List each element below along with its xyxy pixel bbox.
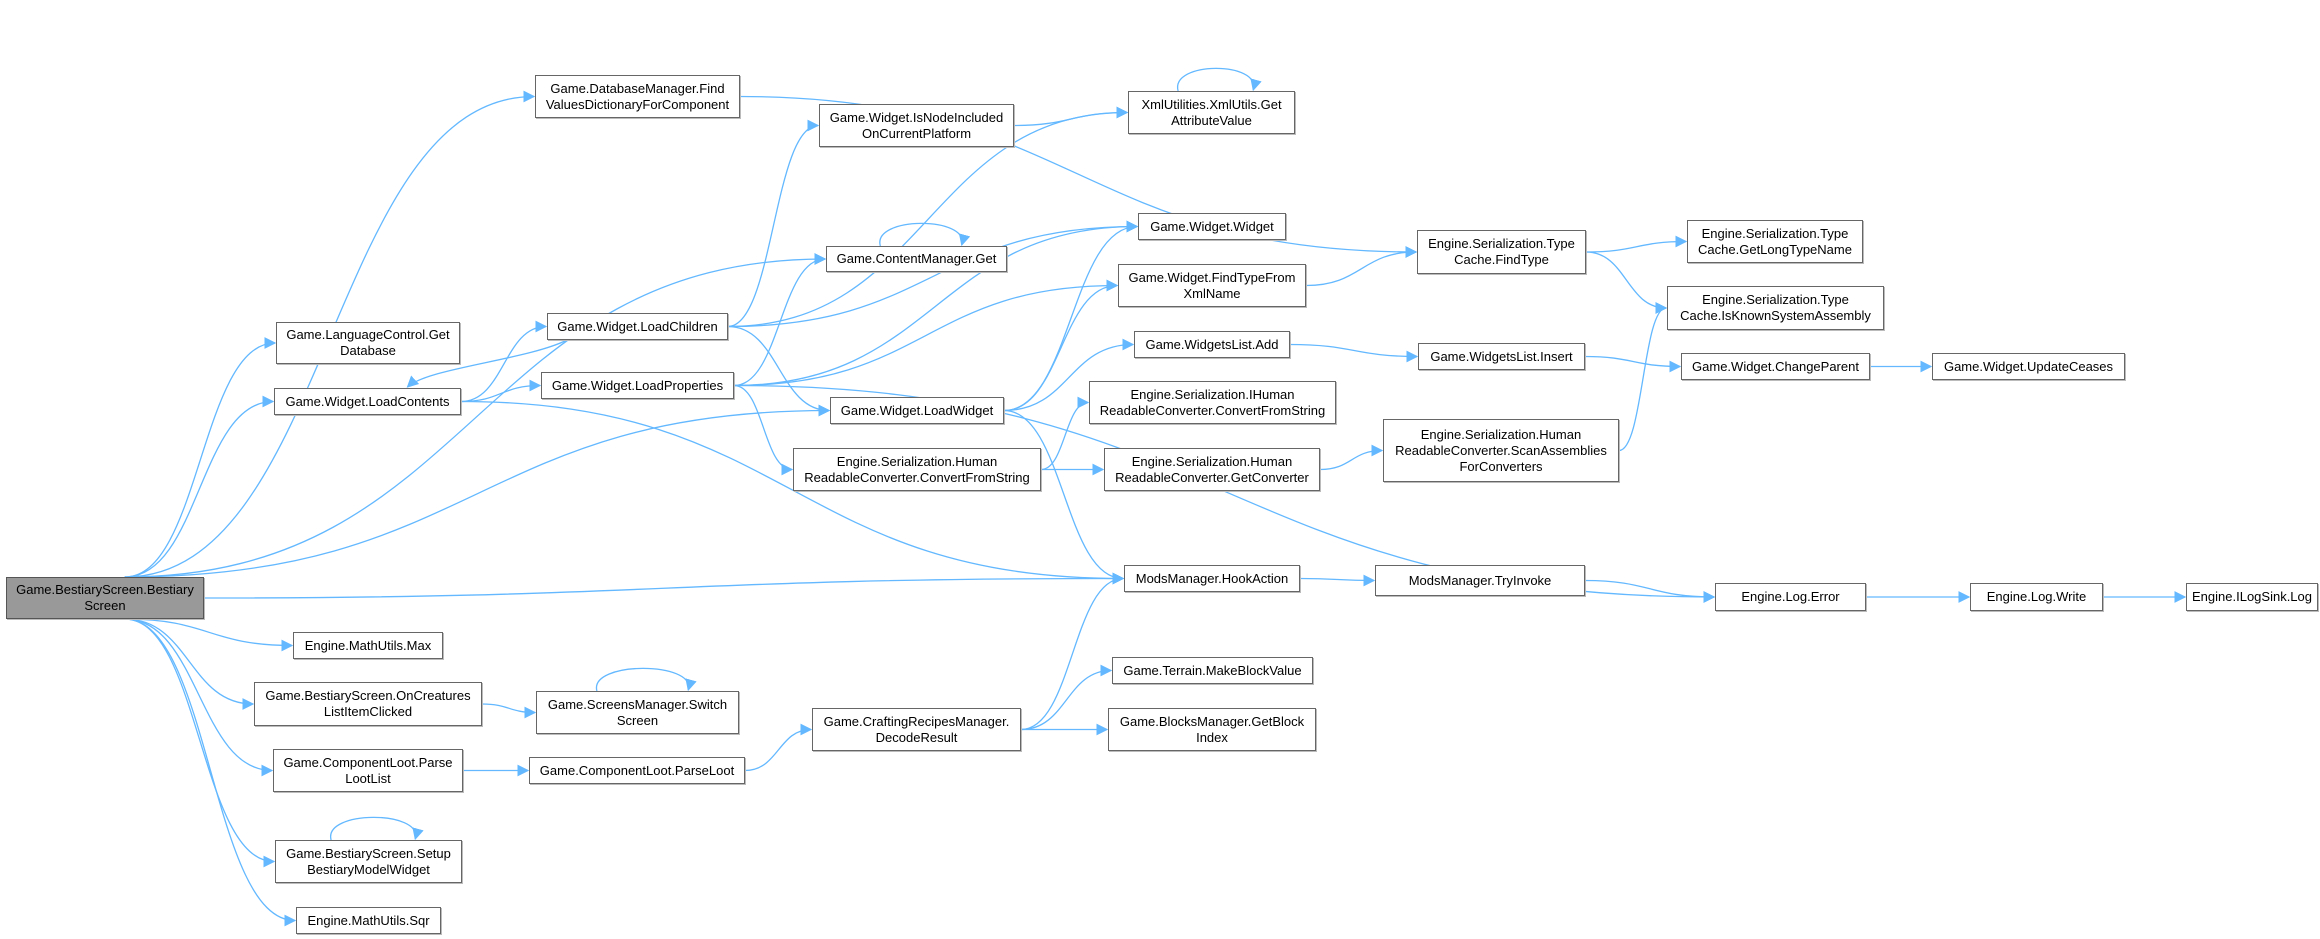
graph-node-switchscreen[interactable]: Game.ScreensManager.Switch Screen — [536, 691, 739, 734]
edge-root-to-max — [124, 618, 294, 652]
edge-root-to-parselootlist — [124, 618, 274, 777]
edge-root-to-setup — [124, 618, 276, 868]
graph-node-setup[interactable]: Game.BestiaryScreen.Setup BestiaryModelW… — [275, 840, 462, 883]
edge-root-to-cmget — [124, 253, 827, 578]
graph-node-findtypexml[interactable]: Game.Widget.FindTypeFrom XmlName — [1118, 264, 1306, 307]
edge-scan-to-isknown — [1618, 302, 1668, 452]
graph-node-tryinvoke[interactable]: ModsManager.TryInvoke — [1375, 565, 1585, 596]
edge-loadprops-to-widget — [733, 220, 1139, 387]
edge-wlinsert-to-changeparent — [1584, 355, 1682, 373]
edge-loadcontents-to-loadchildren — [460, 320, 548, 403]
edge-parseloot-to-decode — [744, 723, 813, 772]
graph-node-root[interactable]: Game.BestiaryScreen.Bestiary Screen — [6, 577, 204, 619]
edge-hookaction-to-tryinvoke — [1299, 574, 1376, 587]
graph-node-sqr[interactable]: Engine.MathUtils.Sqr — [296, 907, 441, 934]
graph-node-max[interactable]: Engine.MathUtils.Max — [293, 632, 443, 659]
edge-cmget-to-cmget — [879, 222, 971, 247]
graph-node-logwrite[interactable]: Engine.Log.Write — [1970, 583, 2103, 611]
edge-xmlutils-to-xmlutils — [1177, 67, 1262, 92]
graph-node-wladd[interactable]: Game.WidgetsList.Add — [1134, 331, 1290, 358]
edge-loadchildren-to-isnode — [727, 119, 820, 328]
graph-node-scan[interactable]: Engine.Serialization.Human ReadableConve… — [1383, 419, 1619, 482]
graph-node-hrcconv[interactable]: Engine.Serialization.Human ReadableConve… — [793, 448, 1041, 491]
edge-decode-to-makeblock — [1020, 664, 1113, 731]
edge-root-to-oncreatures — [124, 618, 255, 710]
edge-loadwidget-to-findtypexml — [1003, 279, 1119, 412]
edge-switchscreen-to-switchscreen — [596, 667, 697, 692]
graph-node-loadcontents[interactable]: Game.Widget.LoadContents — [274, 388, 461, 415]
graph-node-findtype[interactable]: Engine.Serialization.Type Cache.FindType — [1417, 230, 1586, 274]
graph-node-makeblock[interactable]: Game.Terrain.MakeBlockValue — [1112, 657, 1313, 684]
edge-loadprops-to-cmget — [733, 253, 827, 387]
edge-isnode-to-xmlutils — [1013, 106, 1129, 127]
edge-root-to-loadwidget — [124, 404, 831, 578]
edge-loadcontents-to-hookaction — [460, 400, 1125, 585]
edge-getconv-to-scan — [1319, 444, 1384, 471]
edge-findtype-to-longtype — [1585, 235, 1688, 253]
graph-node-xmlutils[interactable]: XmlUtilities.XmlUtils.Get AttributeValue — [1128, 91, 1295, 134]
graph-node-decode[interactable]: Game.CraftingRecipesManager. DecodeResul… — [812, 708, 1021, 751]
graph-node-logsink[interactable]: Engine.ILogSink.Log — [2186, 583, 2318, 611]
edge-tryinvoke-to-logerror — [1584, 579, 1716, 603]
edge-hrcconv-to-ihrcconv — [1040, 396, 1090, 471]
graph-node-loadprops[interactable]: Game.Widget.LoadProperties — [541, 372, 734, 399]
edge-root-to-hookaction — [203, 572, 1125, 599]
edge-findtypexml-to-findtype — [1305, 246, 1418, 287]
graph-node-getconv[interactable]: Engine.Serialization.Human ReadableConve… — [1104, 448, 1320, 491]
graph-node-loadchildren[interactable]: Game.Widget.LoadChildren — [547, 313, 728, 340]
edge-loadprops-to-hrcconv — [733, 384, 794, 476]
edge-loadchildren-to-loadwidget — [727, 325, 831, 417]
graph-node-updateceases[interactable]: Game.Widget.UpdateCeases — [1932, 353, 2125, 380]
graph-node-wlinsert[interactable]: Game.WidgetsList.Insert — [1418, 343, 1585, 370]
graph-node-longtype[interactable]: Engine.Serialization.Type Cache.GetLongT… — [1687, 220, 1863, 263]
edge-decode-to-hookaction — [1020, 572, 1125, 731]
graph-node-changeparent[interactable]: Game.Widget.ChangeParent — [1681, 353, 1870, 380]
graph-node-parselootlist[interactable]: Game.ComponentLoot.Parse LootList — [273, 749, 463, 792]
graph-node-hookaction[interactable]: ModsManager.HookAction — [1124, 565, 1300, 592]
edge-loadchildren-to-widget — [727, 220, 1139, 328]
graph-node-cmget[interactable]: Game.ContentManager.Get — [826, 246, 1007, 272]
edge-findtype-to-isknown — [1585, 251, 1668, 314]
graph-node-widget[interactable]: Game.Widget.Widget — [1138, 213, 1286, 240]
graph-node-dbfind[interactable]: Game.DatabaseManager.Find ValuesDictiona… — [535, 75, 740, 118]
edge-setup-to-setup — [330, 816, 424, 841]
edge-loadchildren-to-xmlutils — [727, 106, 1129, 328]
edge-loadchildren-to-loadcontents — [406, 339, 568, 388]
edge-root-to-loadcontents — [124, 395, 275, 578]
edge-loadwidget-to-wladd — [1003, 338, 1135, 412]
graph-node-isknown[interactable]: Engine.Serialization.Type Cache.IsKnownS… — [1667, 286, 1884, 330]
edge-root-to-sqr — [124, 618, 297, 927]
graph-node-isnode[interactable]: Game.Widget.IsNodeIncluded OnCurrentPlat… — [819, 104, 1014, 147]
edge-wladd-to-wlinsert — [1289, 343, 1419, 363]
edge-loadwidget-to-hookaction — [1003, 409, 1125, 585]
graph-node-langdb[interactable]: Game.LanguageControl.Get Database — [276, 322, 460, 364]
edge-root-to-langdb — [124, 337, 277, 578]
graph-node-ihrcconv[interactable]: Engine.Serialization.IHuman ReadableConv… — [1089, 381, 1336, 424]
graph-node-loadwidget[interactable]: Game.Widget.LoadWidget — [830, 397, 1004, 424]
graph-node-parseloot[interactable]: Game.ComponentLoot.ParseLoot — [529, 757, 745, 784]
edge-oncreatures-to-switchscreen — [481, 703, 537, 719]
edge-loadprops-to-findtypexml — [733, 279, 1119, 387]
graph-node-oncreatures[interactable]: Game.BestiaryScreen.OnCreatures ListItem… — [254, 682, 482, 726]
graph-node-getblock[interactable]: Game.BlocksManager.GetBlock Index — [1108, 708, 1316, 751]
graph-node-logerror[interactable]: Engine.Log.Error — [1715, 583, 1866, 611]
